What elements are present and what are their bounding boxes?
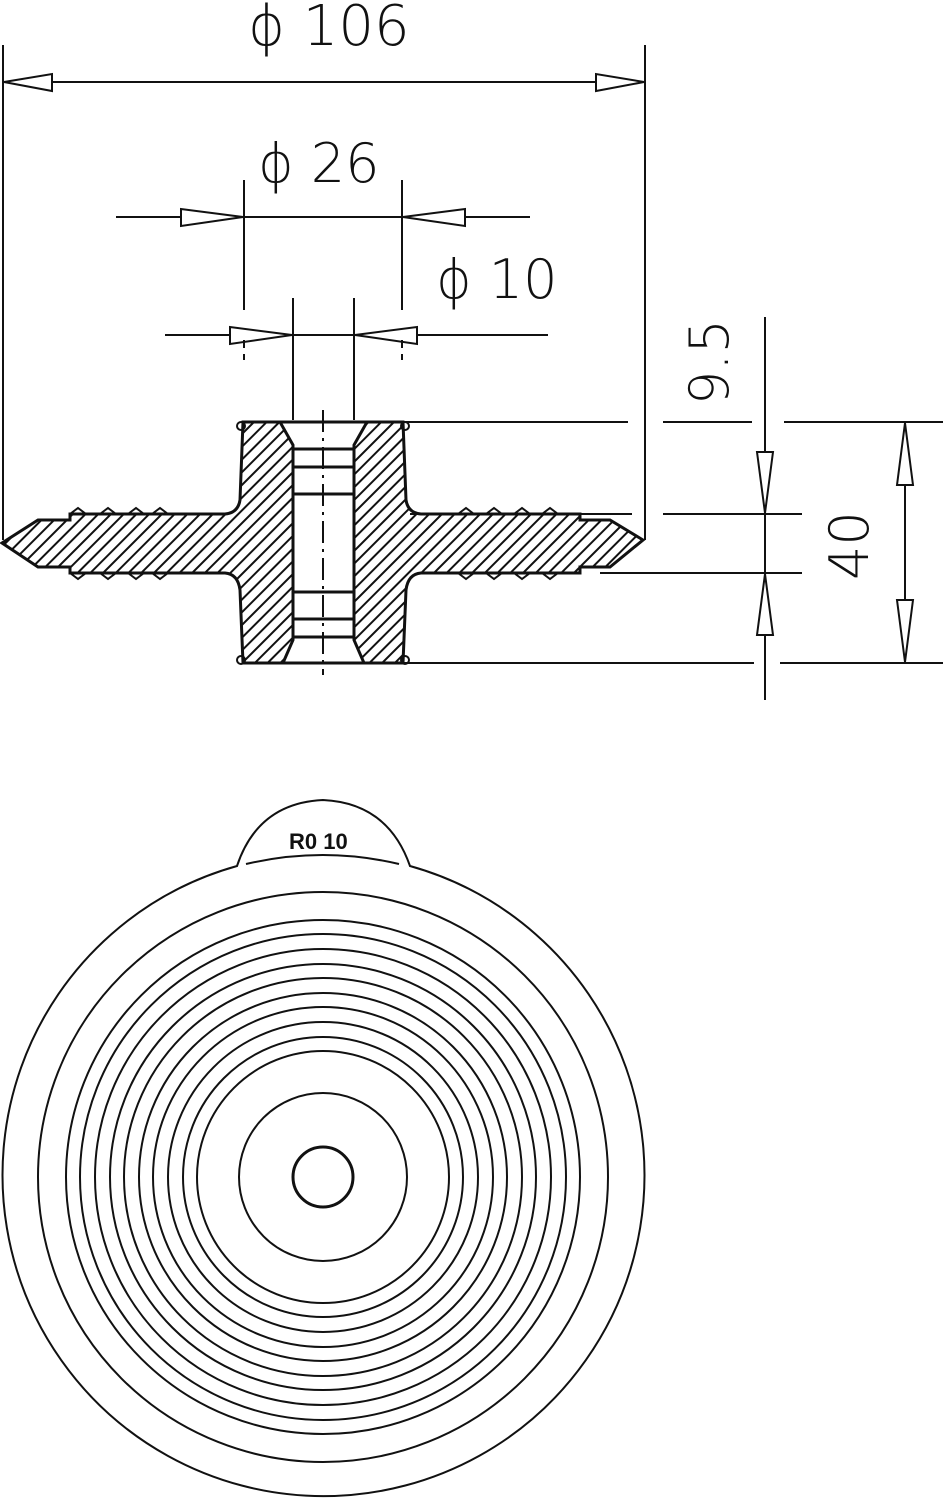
outer-diameter-value: 106 (303, 0, 410, 59)
concentric-rings (37, 891, 609, 1463)
section-view: ϕ 106 ϕ 26 ϕ 10 (0, 0, 943, 700)
part-cross-section (0, 410, 646, 675)
dimension-hub-diameter: ϕ 26 (116, 132, 530, 310)
total-height-value: 40 (818, 511, 881, 580)
svg-text:ϕ 106: ϕ 106 (248, 0, 410, 59)
dimension-bore-diameter: ϕ 10 (165, 248, 558, 420)
dimension-outer-diameter: ϕ 106 (2, 0, 646, 540)
dimension-flange-offset: 9.5 (678, 317, 775, 700)
plan-view: R0 10 (1, 798, 646, 1498)
tab-label: R0 10 (289, 829, 348, 854)
svg-text:ϕ 10: ϕ 10 (436, 248, 558, 311)
extension-lines (403, 421, 943, 664)
outer-contour (1, 798, 646, 1498)
flange-offset-value: 9.5 (678, 319, 741, 405)
bore-diameter-value: 10 (489, 248, 558, 311)
diameter-symbol: ϕ (258, 132, 294, 195)
diameter-symbol: ϕ (248, 0, 285, 59)
tab-arc (245, 854, 400, 865)
svg-text:ϕ 26: ϕ 26 (258, 132, 380, 195)
dimension-total-height: 40 (818, 422, 915, 663)
hub-diameter-value: 26 (311, 132, 380, 195)
diameter-symbol: ϕ (436, 248, 472, 311)
center-bore (291, 1145, 355, 1209)
